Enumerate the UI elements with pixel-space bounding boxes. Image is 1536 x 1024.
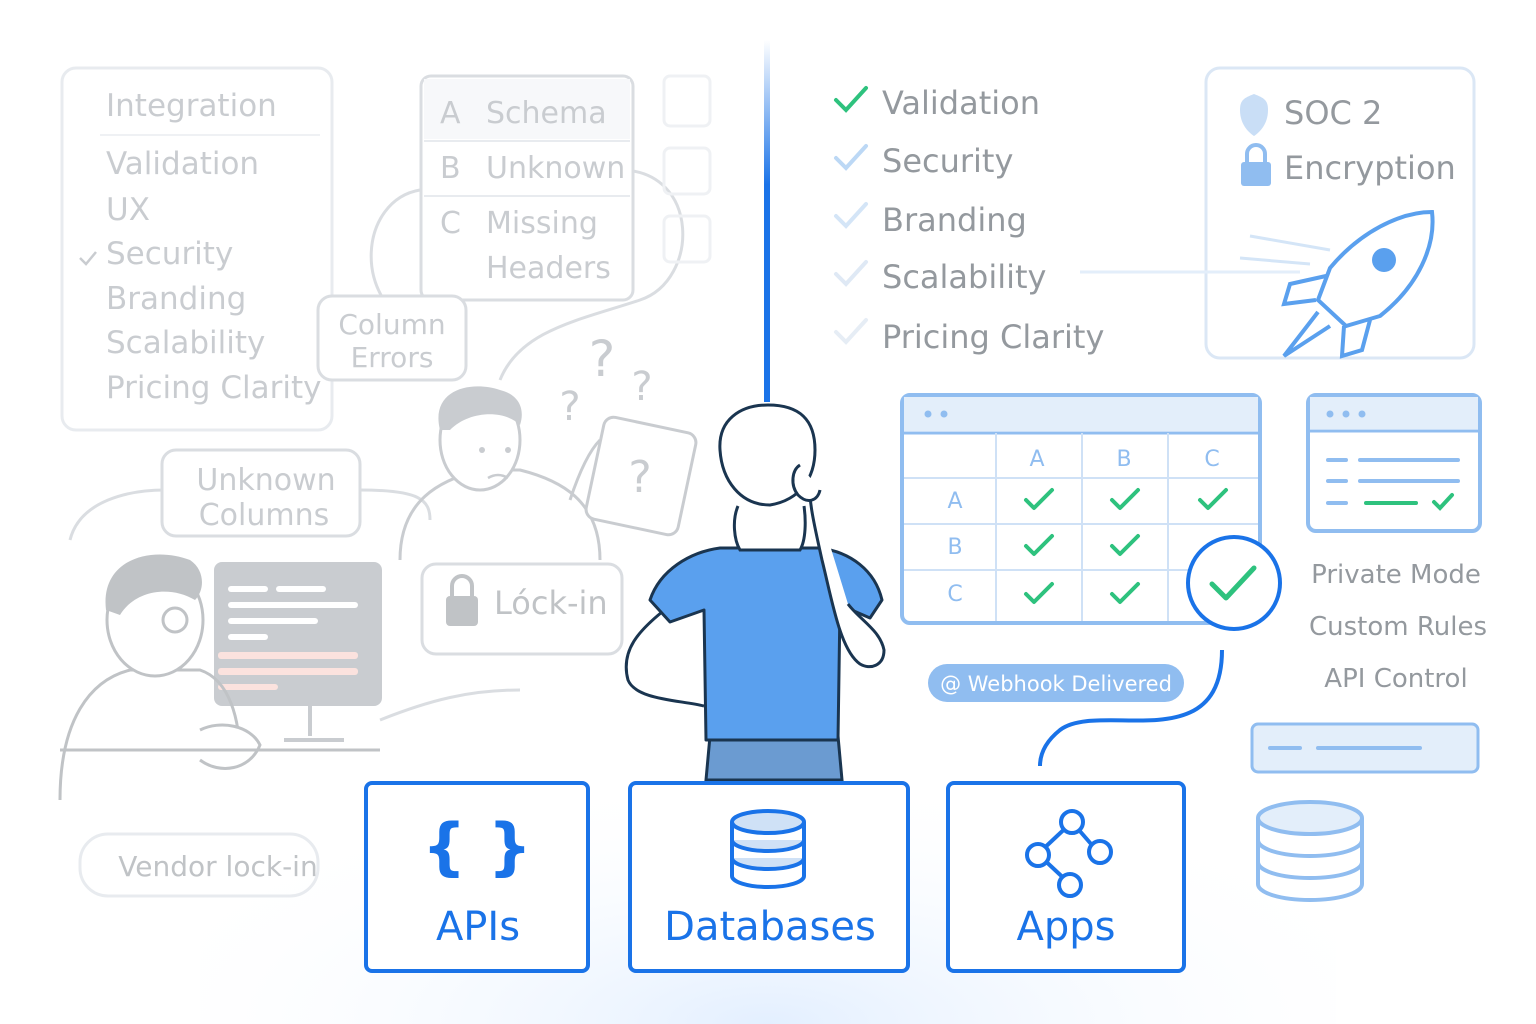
frustrated-developer bbox=[58, 554, 382, 801]
feature-item: Private Mode bbox=[1311, 560, 1481, 590]
question-mark-text: ? bbox=[559, 384, 580, 430]
check-icon bbox=[1024, 488, 1054, 510]
left-checklist-item: Scalability bbox=[106, 325, 265, 361]
database-icon bbox=[1256, 800, 1364, 903]
column-errors-bubble bbox=[316, 294, 468, 382]
grid-row-header: C bbox=[947, 582, 962, 607]
right-checklist: Validation Security Branding Scalability… bbox=[834, 84, 1104, 356]
success-check-circle bbox=[1186, 535, 1282, 631]
grid-col-header: A bbox=[1029, 447, 1044, 472]
right-checklist-item: Validation bbox=[882, 84, 1040, 122]
left-checklist-item: Pricing Clarity bbox=[106, 370, 321, 406]
check-icon bbox=[834, 86, 868, 113]
lock-icon bbox=[446, 574, 478, 626]
check-icon bbox=[834, 318, 868, 345]
check-icon bbox=[1198, 488, 1228, 510]
question-mark-text: ? bbox=[589, 330, 616, 388]
lockin-bubble bbox=[420, 562, 624, 656]
webhook-pill bbox=[928, 664, 1184, 702]
apps-card[interactable]: Apps bbox=[946, 781, 1186, 973]
databases-card[interactable]: Databases bbox=[628, 781, 910, 973]
lock-icon bbox=[1241, 143, 1271, 186]
monitor bbox=[214, 562, 382, 706]
right-checklist-item: Security bbox=[882, 142, 1013, 180]
check-icon bbox=[1209, 565, 1257, 601]
left-checklist-item: Validation bbox=[106, 146, 259, 182]
left-checklist-card bbox=[60, 66, 334, 432]
webhook-text: @ Webhook Delivered bbox=[940, 672, 1172, 696]
grid-col-header: C bbox=[1204, 447, 1219, 472]
left-checklist-item: Security bbox=[106, 236, 233, 272]
schema-row-label: Unknown bbox=[486, 151, 625, 186]
connector-curve bbox=[1038, 649, 1224, 767]
compliance-card: SOC 2 Encryption bbox=[1080, 66, 1476, 360]
person-head bbox=[718, 403, 817, 507]
check-icon bbox=[79, 251, 97, 266]
vendor-lockin-pill bbox=[78, 832, 320, 898]
encryption-text: Encryption bbox=[1284, 149, 1456, 187]
grid-row-header: B bbox=[947, 535, 962, 560]
left-checklist-item: Branding bbox=[106, 281, 246, 317]
left-checklist-item: UX bbox=[106, 192, 150, 228]
question-mark-text: ? bbox=[628, 452, 651, 503]
schema-row-label: Missing bbox=[486, 206, 598, 241]
center-line bbox=[764, 40, 770, 402]
right-checklist-item: Branding bbox=[882, 201, 1027, 239]
check-icon bbox=[1024, 582, 1054, 604]
braces-icon: { } bbox=[422, 810, 532, 883]
apps-label: Apps bbox=[1017, 904, 1116, 950]
bubble-text: Unknown bbox=[196, 463, 335, 498]
check-icon bbox=[1432, 493, 1454, 511]
connector-curve bbox=[369, 168, 685, 381]
question-mark-text: ? bbox=[631, 364, 652, 410]
check-icon bbox=[834, 260, 868, 287]
grid-col-header: B bbox=[1116, 447, 1131, 472]
confused-person: ? ? ? ? bbox=[398, 330, 698, 561]
database-icon bbox=[730, 809, 806, 890]
check-icon bbox=[834, 144, 868, 171]
shield-icon bbox=[1240, 94, 1268, 136]
check-icon bbox=[834, 202, 868, 229]
left-checklist-item: Integration bbox=[106, 88, 277, 124]
lockin-text: Lóck-in bbox=[494, 584, 608, 622]
bubble-text: Errors bbox=[351, 341, 434, 374]
grid-row-header: A bbox=[947, 489, 962, 514]
vendor-lockin-text: Vendor lock-in bbox=[118, 850, 317, 883]
bubble-text: Columns bbox=[199, 498, 330, 533]
feature-item: API Control bbox=[1324, 664, 1467, 694]
left-faded-area: Integration Validation UX Security Brand… bbox=[58, 66, 712, 898]
thinking-person bbox=[624, 403, 886, 782]
feature-item: Custom Rules bbox=[1309, 612, 1487, 642]
schema-row-letter: C bbox=[440, 206, 461, 241]
check-icon bbox=[1110, 582, 1140, 604]
schema-row-label: Schema bbox=[486, 96, 607, 131]
check-icon bbox=[1110, 488, 1140, 510]
databases-label: Databases bbox=[664, 904, 876, 950]
schema-row-label-line2: Headers bbox=[486, 251, 611, 286]
rules-window bbox=[1306, 393, 1482, 533]
schema-row-letter: B bbox=[440, 151, 461, 186]
unknown-columns-bubble bbox=[160, 448, 362, 538]
check-icon bbox=[1024, 534, 1054, 556]
apis-card[interactable]: { } APIs bbox=[364, 781, 590, 973]
apis-label: APIs bbox=[436, 904, 520, 950]
soc2-text: SOC 2 bbox=[1284, 94, 1382, 132]
bubble-text: Column bbox=[338, 308, 445, 341]
right-checklist-item: Scalability bbox=[882, 258, 1046, 296]
schema-row-letter: A bbox=[440, 96, 461, 131]
schema-card bbox=[419, 74, 635, 302]
share-nodes-icon bbox=[1025, 809, 1113, 898]
check-icon bbox=[1110, 534, 1140, 556]
rocket-icon bbox=[1080, 209, 1435, 359]
right-checklist-item: Pricing Clarity bbox=[882, 318, 1104, 356]
